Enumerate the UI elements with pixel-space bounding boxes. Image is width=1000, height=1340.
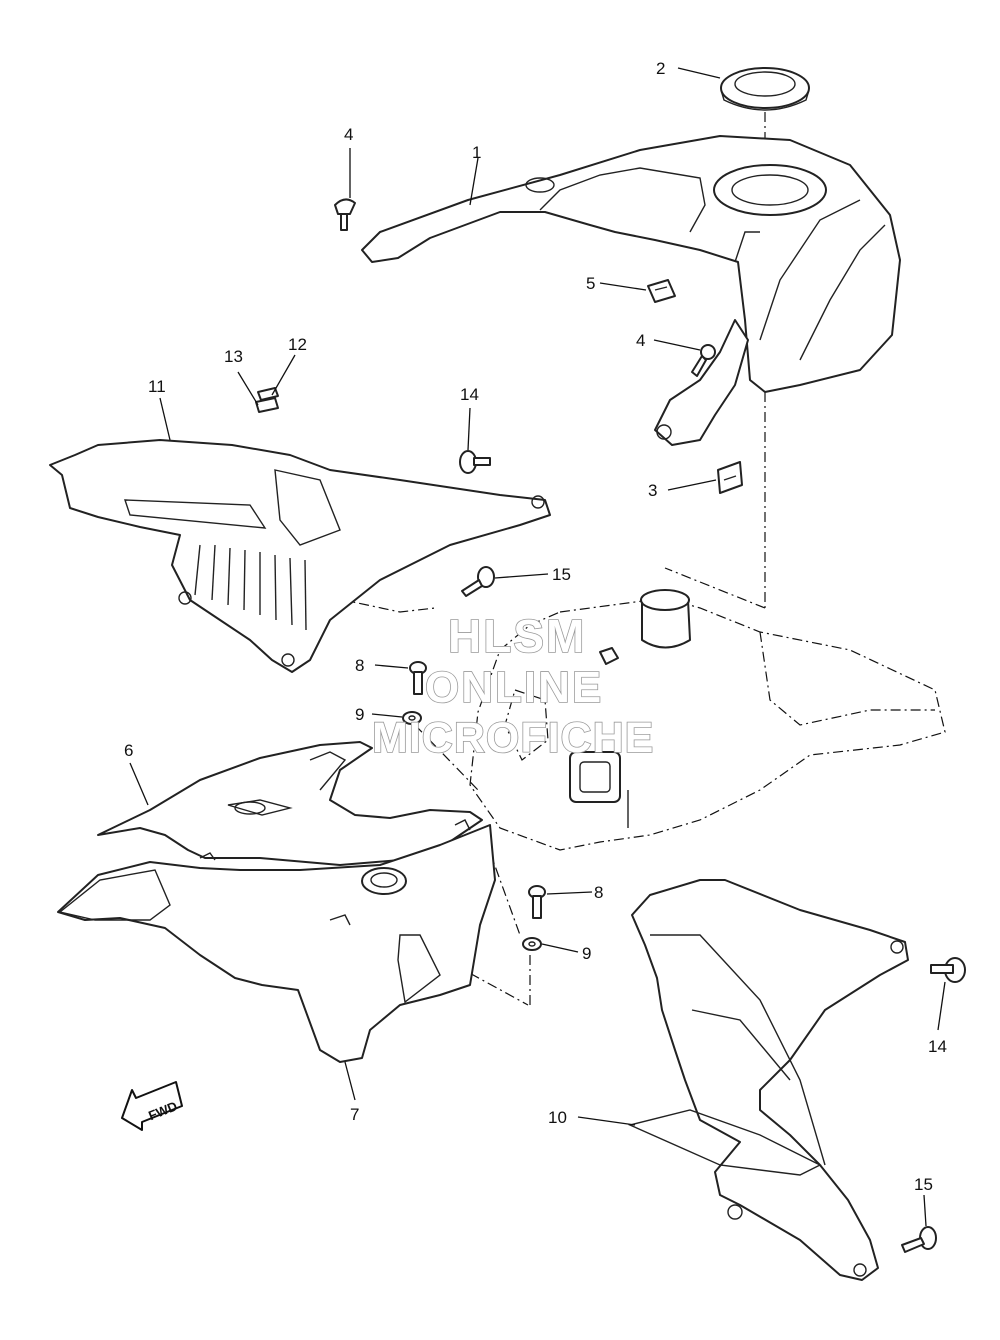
pad-part-12	[257, 387, 279, 401]
washer-part-9b	[522, 937, 542, 951]
callout-3: 3	[648, 481, 657, 500]
watermark-line-2: ONLINE	[425, 663, 603, 712]
callout-15b: 15	[914, 1175, 933, 1194]
callout-8a: 8	[355, 656, 364, 675]
callout-5: 5	[586, 274, 595, 293]
callout-13: 13	[224, 347, 243, 366]
side-cover-part-11	[49, 439, 551, 673]
screw-part-15b	[901, 1226, 937, 1253]
bolt-part-8a	[409, 661, 427, 695]
clip-part-3	[717, 461, 743, 494]
callout-8b: 8	[594, 883, 603, 902]
pad-part-13	[255, 397, 279, 413]
callout-labels: 1 2 3 4 4 5 6 7 8 8 9 9 10 11 12 13 14 1…	[124, 59, 947, 1194]
callout-7: 7	[350, 1105, 359, 1124]
callout-6: 6	[124, 741, 133, 760]
screw-part-14a	[459, 450, 491, 474]
tank-bracket	[654, 319, 749, 446]
cowling-part-6	[97, 741, 483, 866]
screw-part-15a	[461, 566, 495, 597]
nut-part-5	[647, 279, 676, 303]
grommet-part-2	[720, 67, 810, 111]
panel-part-10	[627, 879, 909, 1281]
callout-2: 2	[656, 59, 665, 78]
watermark: HLSM ONLINE MICROFICHE	[371, 609, 654, 763]
callout-9a: 9	[355, 705, 364, 724]
callout-4a: 4	[344, 125, 353, 144]
callout-9b: 9	[582, 944, 591, 963]
callout-1: 1	[472, 143, 481, 162]
callout-12: 12	[288, 335, 307, 354]
leader-lines	[129, 67, 946, 1227]
tank-cover-part-1	[361, 135, 901, 393]
bolt-part-8b	[528, 885, 546, 919]
watermark-line-1: HLSM	[448, 610, 586, 662]
callout-11: 11	[148, 377, 166, 396]
callout-15a: 15	[552, 565, 571, 584]
fuel-tank-outline	[469, 589, 946, 851]
callout-10: 10	[548, 1108, 567, 1127]
screw-part-14b	[930, 957, 966, 983]
callout-14a: 14	[460, 385, 479, 404]
fwd-arrow-icon: FWD	[121, 1081, 183, 1131]
panel-part-7	[57, 824, 496, 1063]
callout-4b: 4	[636, 331, 645, 350]
washer-part-9a	[402, 711, 422, 725]
callout-14b: 14	[928, 1037, 947, 1056]
vent-slots	[194, 544, 307, 631]
watermark-line-3: MICROFICHE	[372, 714, 654, 762]
screw-part-4b	[691, 344, 716, 377]
screw-part-4a	[334, 198, 356, 231]
